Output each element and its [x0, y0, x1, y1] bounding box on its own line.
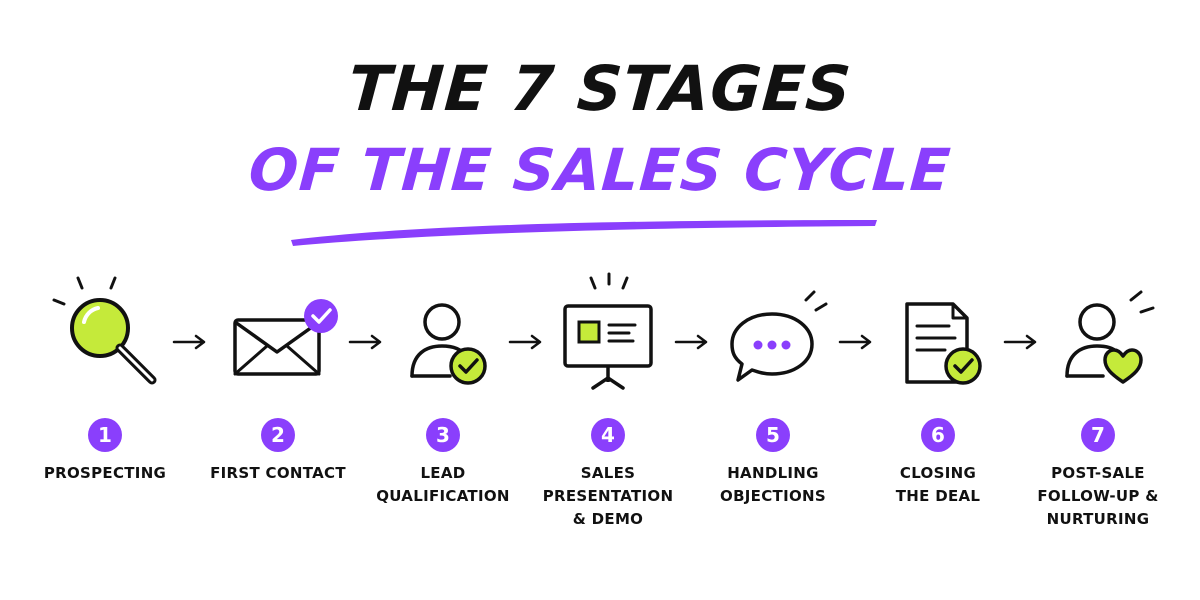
stage-5: 5 HANDLING OBJECTIONS [688, 270, 858, 570]
stage-label: CLOSING THE DEAL [895, 464, 981, 505]
stage-number: 5 [756, 418, 790, 452]
arrow-right-icon [508, 334, 542, 350]
stage-label: HANDLING OBJECTIONS [720, 464, 826, 505]
magnifier-icon [52, 276, 157, 385]
user-check-icon [410, 303, 487, 385]
title-line-1: THE 7 STAGES [346, 52, 854, 125]
stage-label: FIRST CONTACT [210, 464, 346, 482]
user-heart-icon [1065, 290, 1155, 384]
stage-2: 2 FIRST CONTACT [193, 270, 363, 570]
envelope-icon [233, 299, 338, 376]
stage-number: 1 [88, 418, 122, 452]
title-line-2: OF THE SALES CYCLE [246, 136, 954, 204]
stage-number: 4 [591, 418, 625, 452]
stage-6: 6 CLOSING THE DEAL [853, 270, 1023, 570]
stage-number: 6 [921, 418, 955, 452]
stage-label: PROSPECTING [43, 464, 167, 482]
arrow-right-icon [838, 334, 872, 350]
document-check-icon [905, 302, 982, 385]
stage-label: SALES PRESENTATION & DEMO [542, 464, 674, 528]
arrow-right-icon [172, 334, 206, 350]
stage-number: 3 [426, 418, 460, 452]
stage-label: LEAD QUALIFICATION [376, 464, 510, 505]
arrow-right-icon [674, 334, 708, 350]
presentation-board-icon [563, 272, 653, 390]
speech-bubble-icon [730, 290, 828, 382]
stage-7: 7 POST-SALE FOLLOW-UP & NURTURING [1013, 270, 1183, 570]
stage-3: 3 LEAD QUALIFICATION [358, 270, 528, 570]
stage-1: 1 PROSPECTING [20, 270, 190, 570]
arrow-right-icon [1003, 334, 1037, 350]
stage-4: 4 SALES PRESENTATION & DEMO [523, 270, 693, 570]
stage-number: 7 [1081, 418, 1115, 452]
arrow-right-icon [348, 334, 382, 350]
stage-label: POST-SALE FOLLOW-UP & NURTURING [1037, 464, 1159, 528]
stage-number: 2 [261, 418, 295, 452]
title-underline [291, 220, 877, 246]
